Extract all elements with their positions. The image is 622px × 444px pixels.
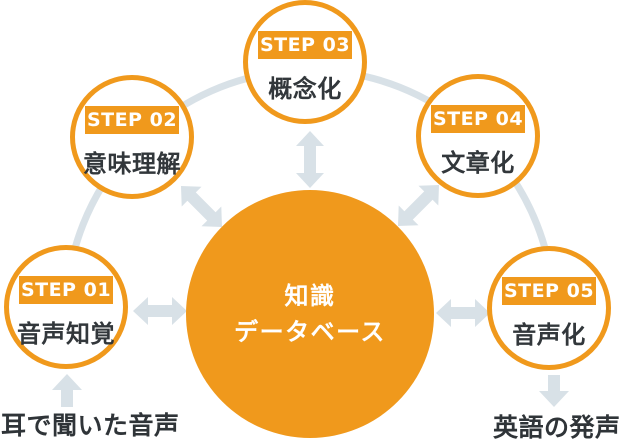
input-up-arrow-icon	[52, 374, 82, 407]
step-01-badge: STEP 01	[19, 276, 113, 304]
double-arrow-step4-center-icon	[398, 185, 439, 226]
knowledge-database-circle: 知識 データベース	[186, 190, 434, 438]
step-01-circle: STEP 01 音声知覚	[4, 245, 128, 369]
output-down-arrow-icon	[539, 375, 569, 407]
step-01-label: 音声知覚	[17, 320, 115, 348]
step-05-label: 音声化	[512, 321, 586, 349]
step-04-circle: STEP 04 文章化	[416, 74, 540, 198]
knowledge-database-line1: 知識	[284, 282, 336, 310]
step-03-label: 概念化	[268, 75, 342, 103]
step-04-badge: STEP 04	[431, 105, 525, 133]
double-arrow-step3-center-icon	[296, 131, 324, 188]
step-02-badge: STEP 02	[85, 106, 179, 134]
double-arrow-step2-center-icon	[181, 186, 222, 227]
double-arrow-step1-center-icon	[133, 297, 187, 325]
step-05-circle: STEP 05 音声化	[487, 246, 611, 370]
input-source-label: 耳で聞いた音声	[1, 411, 180, 440]
step-02-circle: STEP 02 意味理解	[70, 75, 194, 199]
knowledge-database-line2: データベース	[234, 318, 386, 346]
step-02-label: 意味理解	[83, 150, 181, 178]
step-03-circle: STEP 03 概念化	[243, 0, 367, 124]
step-04-label: 文章化	[441, 149, 515, 177]
output-result-label: 英語の発声	[493, 413, 621, 442]
double-arrow-step5-center-icon	[436, 299, 490, 327]
step-03-badge: STEP 03	[258, 31, 352, 59]
step-05-badge: STEP 05	[502, 277, 596, 305]
